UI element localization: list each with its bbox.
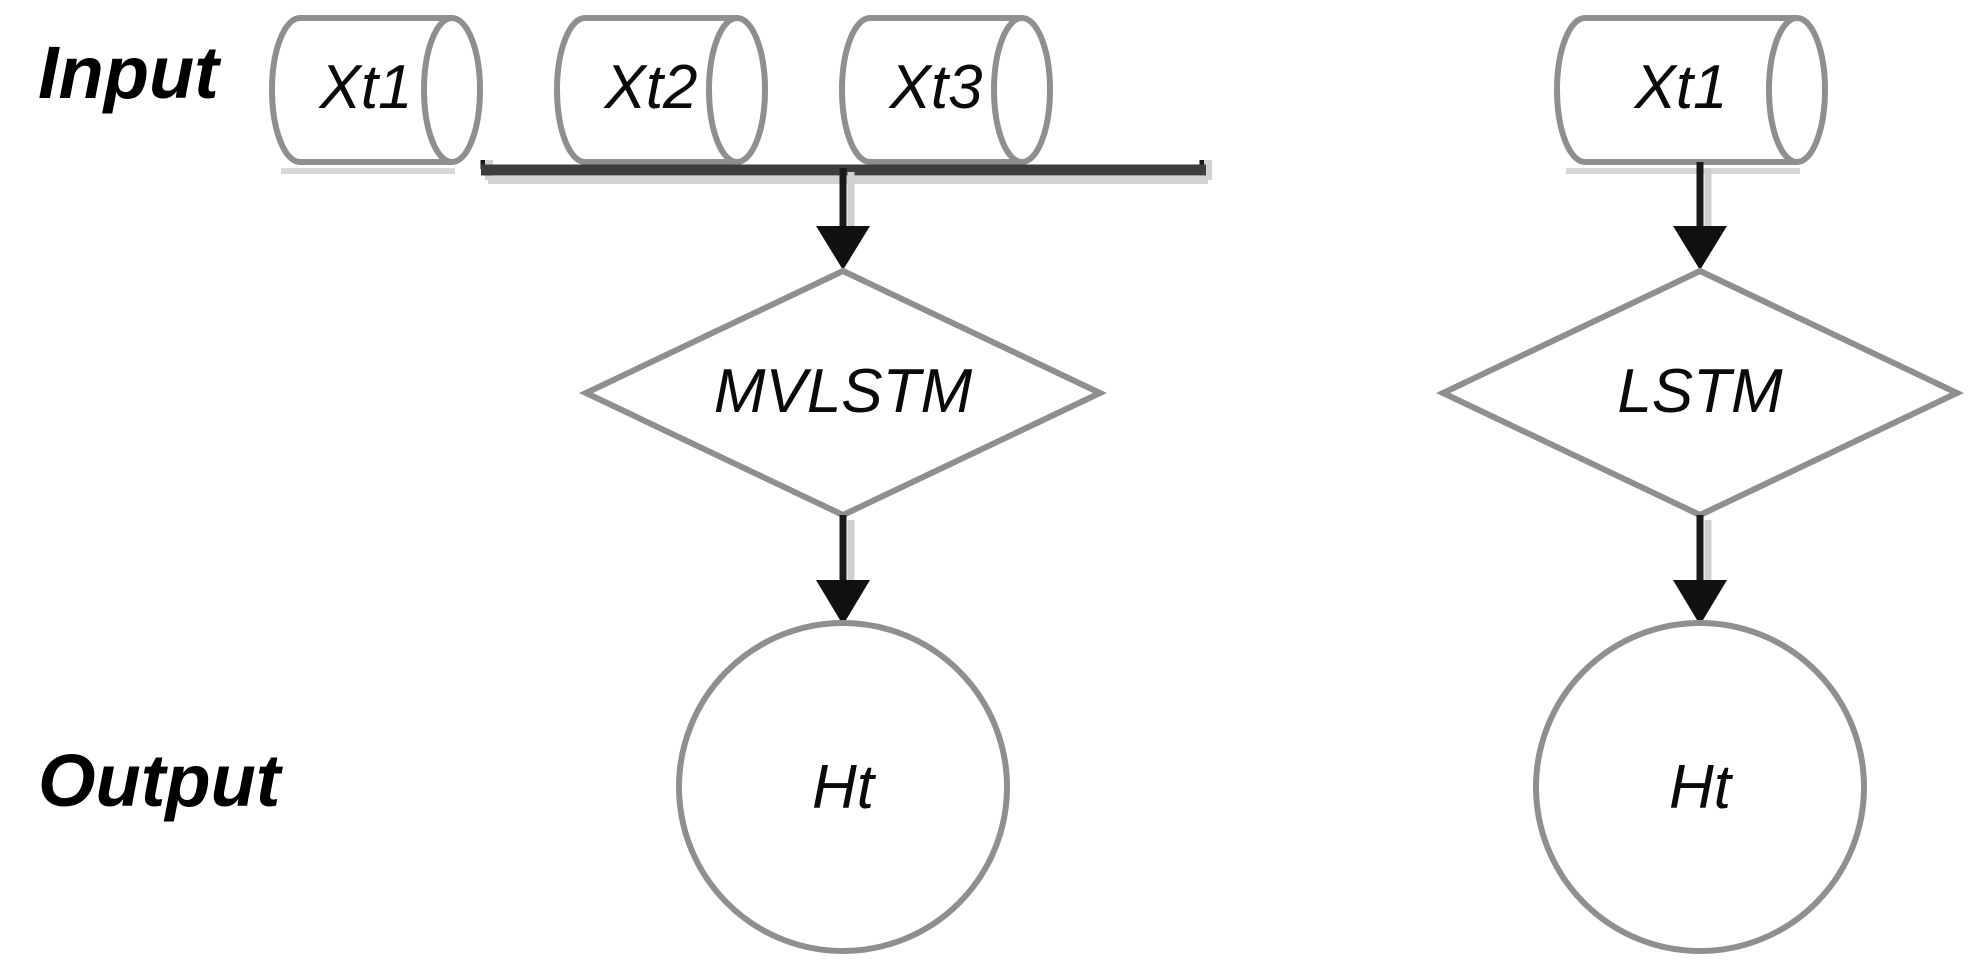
node-label: Xt2 xyxy=(602,53,697,122)
row-label-input: Input xyxy=(38,31,219,114)
circle-body xyxy=(1533,620,1867,954)
node-label: Xt1 xyxy=(1632,53,1727,122)
arrow-head xyxy=(1673,580,1727,625)
arrow-head xyxy=(816,580,870,625)
cylinder-cap xyxy=(706,15,738,165)
node-label: Ht xyxy=(812,753,877,822)
node-lstm[interactable]: LSTM xyxy=(1436,267,1964,519)
node-xt2[interactable]: Xt2 xyxy=(554,15,768,174)
edge-mvlstm-to-ht xyxy=(816,515,870,625)
node-ht-left[interactable]: Ht xyxy=(676,620,1010,954)
node-label: Xt1 xyxy=(317,53,412,122)
node-label: MVLSTM xyxy=(714,357,973,426)
node-label: Xt3 xyxy=(887,53,982,122)
cylinder-cap xyxy=(421,15,453,165)
arrow-head xyxy=(1673,226,1727,270)
cylinder-cap xyxy=(991,15,1023,165)
arrow-head xyxy=(816,226,870,270)
node-xt1-right[interactable]: Xt1 xyxy=(1554,15,1828,174)
edge-lstm-to-ht xyxy=(1673,515,1727,625)
edge-xt1right-to-lstm xyxy=(1673,162,1727,270)
edge-merge-to-mvlstm xyxy=(816,168,870,270)
node-mvlstm[interactable]: MVLSTM xyxy=(579,267,1107,519)
cylinder-cap xyxy=(1766,15,1798,165)
node-xt1-left[interactable]: Xt1 xyxy=(269,15,483,174)
node-ht-right[interactable]: Ht xyxy=(1533,620,1867,954)
node-label: Ht xyxy=(1669,753,1734,822)
row-label-output: Output xyxy=(38,739,281,822)
node-xt3[interactable]: Xt3 xyxy=(839,15,1053,174)
circle-body xyxy=(676,620,1010,954)
node-label: LSTM xyxy=(1617,357,1783,426)
